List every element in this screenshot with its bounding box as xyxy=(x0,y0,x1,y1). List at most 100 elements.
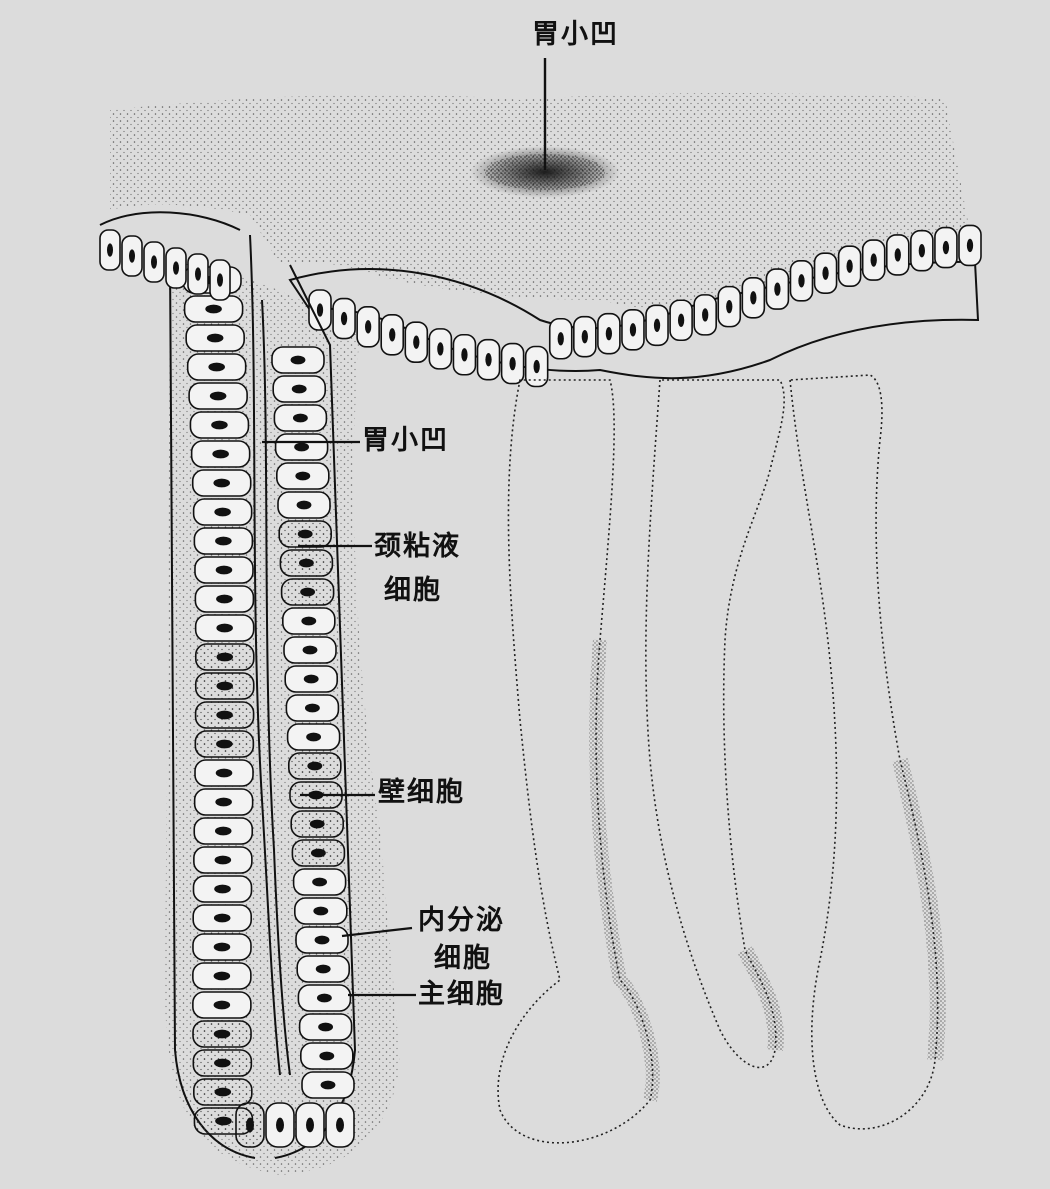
cell-nucleus xyxy=(306,733,321,742)
cell-nucleus xyxy=(509,357,515,370)
cell-nucleus xyxy=(216,740,233,749)
cell-nucleus xyxy=(214,1030,231,1039)
cell-nucleus xyxy=(846,260,852,273)
cell-nucleus xyxy=(871,253,877,266)
cell-nucleus xyxy=(246,1118,254,1133)
cell-nucleus xyxy=(216,566,233,575)
cell-nucleus xyxy=(943,241,949,254)
cell-nucleus xyxy=(798,274,804,287)
cell-nucleus xyxy=(215,1117,232,1126)
cell-nucleus xyxy=(365,320,371,333)
cell-nucleus xyxy=(294,443,309,452)
cell-nucleus xyxy=(295,472,310,481)
cell-nucleus xyxy=(319,1052,334,1061)
cell-nucleus xyxy=(318,1023,333,1032)
cell-nucleus xyxy=(389,328,395,341)
cell-nucleus xyxy=(437,342,443,355)
cell-nucleus xyxy=(173,261,179,274)
cell-nucleus xyxy=(303,646,318,655)
cell-nucleus xyxy=(317,994,332,1003)
cell-nucleus xyxy=(212,450,229,459)
cell-nucleus xyxy=(307,762,322,771)
cell-nucleus xyxy=(214,885,231,894)
cell-nucleus xyxy=(217,273,223,286)
cell-nucleus xyxy=(129,249,135,262)
cell-nucleus xyxy=(312,878,327,887)
cell-nucleus xyxy=(316,965,331,974)
cell-nucleus xyxy=(341,312,347,325)
cell-nucleus xyxy=(215,537,232,546)
gland-tube-1 xyxy=(498,380,653,1143)
cell-nucleus xyxy=(214,943,231,952)
cell-nucleus xyxy=(210,392,227,401)
cell-nucleus xyxy=(895,248,901,261)
cell-nucleus xyxy=(216,653,233,662)
cell-nucleus xyxy=(304,675,319,684)
cell-nucleus xyxy=(298,530,313,539)
cell-nucleus xyxy=(215,798,232,807)
cell-nucleus xyxy=(205,305,222,314)
label-endocrine-cell-line1: 内分泌 xyxy=(418,906,505,936)
cell-nucleus xyxy=(606,327,612,340)
cell-nucleus xyxy=(702,308,708,321)
cell-nucleus xyxy=(750,291,756,304)
cell-nucleus xyxy=(195,267,201,280)
cell-nucleus xyxy=(151,255,157,268)
cell-nucleus xyxy=(967,239,973,252)
cell-nucleus xyxy=(306,1118,314,1133)
cell-nucleus xyxy=(919,244,925,257)
cell-nucleus xyxy=(774,282,780,295)
label-gastric-pit-top: 胃小凹 xyxy=(532,20,619,50)
cell-nucleus xyxy=(726,300,732,313)
cell-nucleus xyxy=(208,363,225,372)
cell-nucleus xyxy=(276,1118,284,1133)
cell-nucleus xyxy=(630,323,636,336)
cell-nucleus xyxy=(315,936,330,945)
cell-nucleus xyxy=(336,1118,344,1133)
label-neck-mucous-cell-line2: 细胞 xyxy=(384,576,442,606)
cell-nucleus xyxy=(300,588,315,597)
cell-nucleus xyxy=(678,314,684,327)
label-gastric-pit-side: 胃小凹 xyxy=(362,426,449,456)
label-endocrine-cell-line2: 细胞 xyxy=(434,944,492,974)
label-neck-mucous-cell-line1: 颈粘液 xyxy=(374,532,461,562)
cell-nucleus xyxy=(207,334,224,343)
cell-nucleus xyxy=(213,479,230,488)
cell-nucleus xyxy=(534,360,540,373)
cell-nucleus xyxy=(311,849,326,858)
cell-nucleus xyxy=(310,820,325,829)
cell-nucleus xyxy=(413,336,419,349)
cell-nucleus xyxy=(558,332,564,345)
cell-nucleus xyxy=(297,501,312,510)
cell-nucleus xyxy=(107,243,113,256)
cell-nucleus xyxy=(293,414,308,423)
cell-nucleus xyxy=(216,595,233,604)
cell-nucleus xyxy=(214,972,231,981)
cell-nucleus xyxy=(305,704,320,713)
label-parietal-cell: 壁细胞 xyxy=(378,778,465,808)
cell-nucleus xyxy=(216,624,233,633)
cell-nucleus xyxy=(299,559,314,568)
cell-nucleus xyxy=(317,303,323,316)
cell-nucleus xyxy=(461,348,467,361)
cell-nucleus xyxy=(215,856,232,865)
gland-tube-3 xyxy=(790,375,938,1129)
label-chief-cell: 主细胞 xyxy=(418,980,505,1010)
cell-nucleus xyxy=(214,1001,231,1010)
cell-nucleus xyxy=(215,827,232,836)
cell-nucleus xyxy=(216,769,233,778)
cell-nucleus xyxy=(216,711,233,720)
cell-nucleus xyxy=(313,907,328,916)
cell-nucleus xyxy=(214,508,231,517)
cell-nucleus xyxy=(822,266,828,279)
cell-nucleus xyxy=(214,914,231,923)
gland-tube-2 xyxy=(646,380,784,1067)
connective-tissue-left xyxy=(110,247,400,1175)
cell-nucleus xyxy=(211,421,228,430)
cell-nucleus xyxy=(292,385,307,394)
cell-nucleus xyxy=(214,1059,231,1068)
cell-nucleus xyxy=(654,319,660,332)
cell-nucleus xyxy=(216,682,233,691)
